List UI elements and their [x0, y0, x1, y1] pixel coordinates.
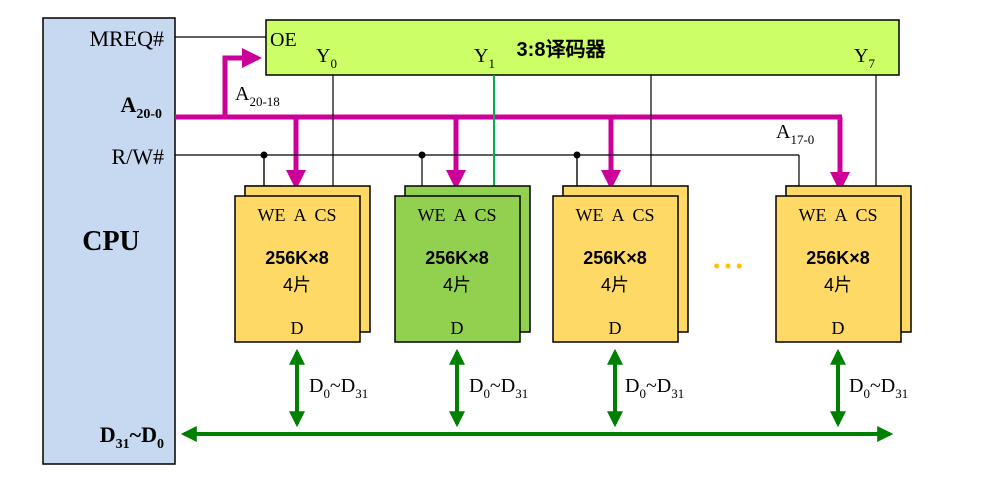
data-bus — [180, 348, 894, 442]
decoder-y7-label: Y7 — [854, 45, 875, 71]
chip-size-label: 256K×8 — [806, 248, 870, 268]
decoder-title: 3:8译码器 — [517, 38, 607, 61]
chip-count-label: 4片 — [824, 275, 852, 295]
chip-pins-label: WE A CS — [257, 205, 336, 225]
cpu-data-label: D31~D0 — [100, 422, 164, 452]
memory-chip-group-1: WE A CS 256K×8 4片 D — [234, 185, 371, 343]
junction-dot — [260, 151, 268, 159]
memory-chip-group-4: WE A CS 256K×8 4片 D — [775, 185, 912, 343]
data-link-label: D0~D31 — [469, 375, 528, 401]
address-high-label: A20-18 — [235, 83, 280, 109]
chip-size-label: 256K×8 — [425, 248, 489, 268]
ellipsis-dots: • • • — [714, 256, 743, 276]
chip-data-pin-label: D — [451, 318, 464, 338]
cpu-label: CPU — [82, 226, 140, 257]
mreq-label: MREQ# — [89, 26, 164, 51]
decoder-y1-label: Y1 — [474, 45, 495, 71]
chip-pins-label: WE A CS — [417, 205, 496, 225]
chip-count-label: 4片 — [283, 275, 311, 295]
chip-size-label: 256K×8 — [583, 248, 647, 268]
junction-dot — [573, 151, 581, 159]
address-low-label: A17-0 — [776, 121, 814, 147]
cpu-block: CPU MREQ# A20-0 R/W# D31~D0 — [42, 17, 176, 465]
data-link-label: D0~D31 — [849, 375, 908, 401]
chip-count-label: 4片 — [443, 275, 471, 295]
chip-count-label: 4片 — [601, 275, 629, 295]
decoder-y0-label: Y0 — [316, 45, 337, 71]
cpu-address-label: A20-0 — [120, 92, 162, 122]
chip-pins-label: WE A CS — [575, 205, 654, 225]
rw-label: R/W# — [111, 144, 164, 169]
chip-data-pin-label: D — [609, 318, 622, 338]
chip-pins-label: WE A CS — [798, 205, 877, 225]
chip-size-label: 256K×8 — [265, 248, 329, 268]
decoder-oe-label: OE — [270, 29, 297, 51]
data-link-label: D0~D31 — [625, 375, 684, 401]
address-bus — [175, 48, 850, 192]
decoder-block: 3:8译码器 OE Y0 Y1 Y7 — [265, 19, 900, 76]
memory-chip-group-3: WE A CS 256K×8 4片 D — [552, 185, 689, 343]
chip-data-pin-label: D — [832, 318, 845, 338]
junction-dot — [418, 151, 426, 159]
chip-data-pin-label: D — [291, 318, 304, 338]
memory-chip-group-2-selected: WE A CS 256K×8 4片 D — [394, 185, 531, 343]
data-link-label: D0~D31 — [309, 375, 368, 401]
chip-select-lines — [332, 75, 877, 193]
